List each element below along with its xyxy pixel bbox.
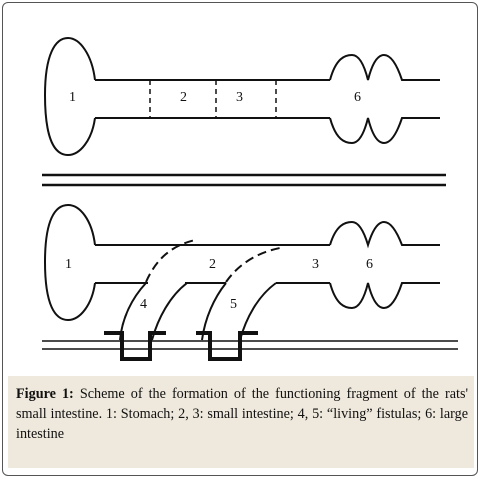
figure-label: Figure 1: [16, 386, 74, 402]
top-label-stomach: 1 [69, 90, 76, 105]
figure-caption: Figure 1: Scheme of the formation of the… [8, 376, 474, 468]
cannula-4 [104, 331, 166, 361]
bottom-label-small-intestine-3: 3 [312, 257, 319, 272]
bottom-large-intestine-lower [329, 282, 440, 310]
bottom-label-fistula-4: 4 [140, 297, 147, 312]
bottom-label-fistula-5: 5 [230, 297, 237, 312]
cannula-5 [196, 331, 258, 361]
bottom-label-small-intestine-2: 2 [209, 257, 216, 272]
top-label-small-intestine-3: 3 [236, 90, 243, 105]
bottom-label-stomach: 1 [65, 257, 72, 272]
bottom-stomach-outline [43, 203, 96, 322]
top-label-large-intestine: 6 [354, 90, 361, 105]
fistula-4-dashed-arc [145, 239, 196, 283]
bottom-label-large-intestine: 6 [366, 257, 373, 272]
top-label-small-intestine-2: 2 [180, 90, 187, 105]
top-large-intestine-lower [329, 117, 440, 145]
caption-text: Scheme of the formation of the functioni… [16, 386, 469, 442]
top-stomach-outline [43, 36, 96, 157]
bottom-large-intestine-upper [329, 220, 440, 249]
intestine-scheme: 1 2 3 6 1 2 3 6 4 5 [42, 36, 458, 361]
fistula-5-dashed-arc [225, 247, 281, 283]
top-large-intestine-upper [329, 53, 440, 81]
